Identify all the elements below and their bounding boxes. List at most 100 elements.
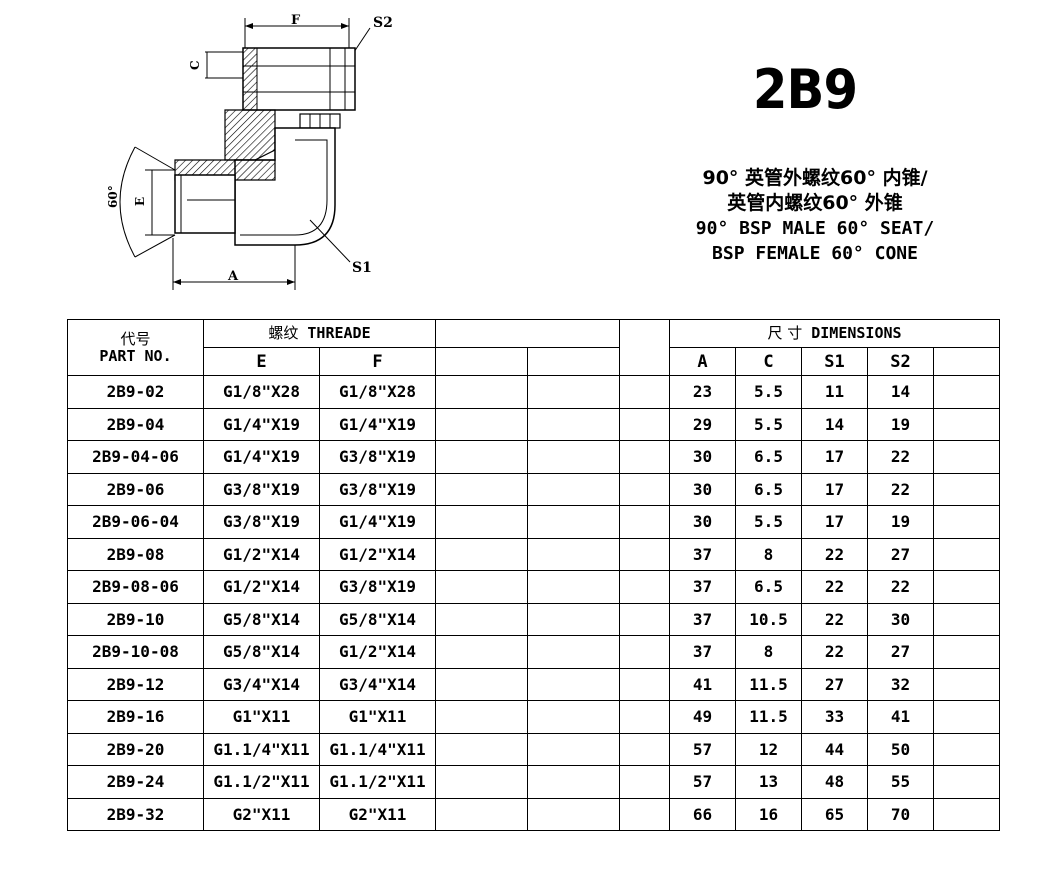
- cell-thread-f: G1/2"X14: [319, 635, 436, 669]
- cell-dim-s2: 30: [867, 602, 934, 636]
- cell-thread-f: G2"X11: [319, 797, 436, 831]
- header-part-no-en: PART NO.: [99, 346, 172, 365]
- header-thread: 螺纹 THREADE: [203, 319, 436, 348]
- description-en-line1: 90° BSP MALE 60° SEAT/: [695, 218, 935, 239]
- cell-blank-b: [527, 602, 620, 636]
- cell-blank-b: [527, 375, 620, 409]
- cell-dim-a: 37: [669, 570, 736, 604]
- cell-thread-f: G3/8"X19: [319, 570, 436, 604]
- cell-blank-gap: [619, 472, 670, 506]
- product-description: 90° 英管外螺纹60° 内锥/ 英管内螺纹60° 外锥 90° BSP MAL…: [660, 166, 970, 266]
- cell-blank-a: [435, 472, 528, 506]
- header-blank-1: [435, 319, 620, 348]
- cell-thread-f: G5/8"X14: [319, 602, 436, 636]
- cell-dim-a: 30: [669, 472, 736, 506]
- cell-blank-c: [933, 407, 1000, 441]
- cell-blank-b: [527, 797, 620, 831]
- cell-dim-a: 41: [669, 667, 736, 701]
- cell-blank-a: [435, 635, 528, 669]
- cell-blank-c: [933, 472, 1000, 506]
- cell-blank-b: [527, 440, 620, 474]
- cell-dim-a: 57: [669, 732, 736, 766]
- cell-dim-s1: 14: [801, 407, 868, 441]
- cell-dim-a: 37: [669, 635, 736, 669]
- cell-thread-f: G1/8"X28: [319, 375, 436, 409]
- header-code-cn: 代号: [120, 329, 151, 348]
- cell-part-no: 2B9-24: [67, 765, 204, 799]
- cell-thread-e: G1"X11: [203, 700, 320, 734]
- cell-dim-s1: 22: [801, 537, 868, 571]
- cell-dim-a: 66: [669, 797, 736, 831]
- cell-dim-c: 11.5: [735, 700, 802, 734]
- header-dim-en: DIMENSIONS: [811, 324, 902, 342]
- cell-dim-a: 23: [669, 375, 736, 409]
- header-col-e: E: [203, 347, 320, 376]
- cell-blank-b: [527, 537, 620, 571]
- cell-dim-c: 5.5: [735, 375, 802, 409]
- cell-blank-gap: [619, 700, 670, 734]
- cell-dim-a: 49: [669, 700, 736, 734]
- header-dimensions: 尺 寸 DIMENSIONS: [669, 319, 1000, 348]
- cell-thread-f: G3/4"X14: [319, 667, 436, 701]
- cell-dim-c: 8: [735, 537, 802, 571]
- description-en-line2: BSP FEMALE 60° CONE: [712, 243, 918, 264]
- cell-thread-f: G1.1/4"X11: [319, 732, 436, 766]
- cell-blank-gap: [619, 505, 670, 539]
- dim-s2-label: S2: [373, 15, 393, 31]
- cell-blank-a: [435, 570, 528, 604]
- cell-blank-gap: [619, 440, 670, 474]
- cell-dim-s1: 44: [801, 732, 868, 766]
- cell-thread-e: G3/8"X19: [203, 505, 320, 539]
- cell-blank-gap: [619, 635, 670, 669]
- cell-blank-a: [435, 797, 528, 831]
- cell-dim-s2: 27: [867, 635, 934, 669]
- model-title: 2B9: [752, 58, 858, 121]
- cell-blank-a: [435, 537, 528, 571]
- cell-thread-e: G1.1/2"X11: [203, 765, 320, 799]
- cell-blank-gap: [619, 570, 670, 604]
- cell-blank-c: [933, 570, 1000, 604]
- cell-dim-a: 37: [669, 537, 736, 571]
- header-part-no: 代号 PART NO.: [67, 319, 204, 376]
- cell-blank-gap: [619, 375, 670, 409]
- dim-angle-label: 60°: [106, 185, 120, 208]
- cell-blank-gap: [619, 602, 670, 636]
- cell-dim-c: 5.5: [735, 407, 802, 441]
- cell-blank-a: [435, 700, 528, 734]
- dim-f-label: F: [291, 13, 301, 28]
- cell-thread-f: G1/2"X14: [319, 537, 436, 571]
- cell-blank-a: [435, 667, 528, 701]
- cell-dim-s1: 17: [801, 440, 868, 474]
- cell-dim-s1: 17: [801, 505, 868, 539]
- cell-blank-gap: [619, 537, 670, 571]
- cell-dim-s2: 50: [867, 732, 934, 766]
- cell-dim-c: 8: [735, 635, 802, 669]
- header-blank-3: [527, 347, 620, 376]
- cell-thread-e: G5/8"X14: [203, 635, 320, 669]
- cell-dim-s2: 19: [867, 407, 934, 441]
- dim-a-label: A: [227, 269, 239, 284]
- cell-blank-b: [527, 765, 620, 799]
- header-col-f: F: [319, 347, 436, 376]
- cell-part-no: 2B9-32: [67, 797, 204, 831]
- cell-blank-a: [435, 407, 528, 441]
- cell-blank-c: [933, 537, 1000, 571]
- cell-dim-a: 30: [669, 440, 736, 474]
- cell-thread-f: G3/8"X19: [319, 440, 436, 474]
- cell-dim-s1: 33: [801, 700, 868, 734]
- cell-part-no: 2B9-02: [67, 375, 204, 409]
- cell-dim-c: 5.5: [735, 505, 802, 539]
- cell-part-no: 2B9-20: [67, 732, 204, 766]
- cell-dim-c: 13: [735, 765, 802, 799]
- cell-thread-e: G1/4"X19: [203, 407, 320, 441]
- header-col-s2: S2: [867, 347, 934, 376]
- cell-thread-e: G3/4"X14: [203, 667, 320, 701]
- cell-blank-c: [933, 505, 1000, 539]
